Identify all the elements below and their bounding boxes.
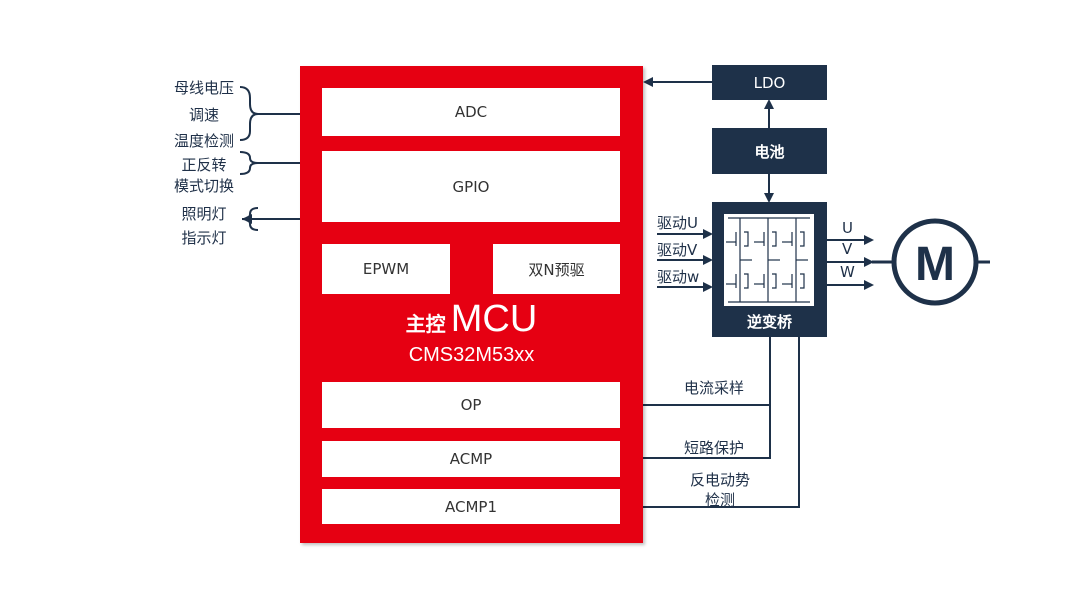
label-speed-control: 调速 — [188, 106, 219, 124]
bemf-line — [622, 337, 800, 512]
motor-label: M — [915, 238, 955, 291]
motor-symbol: M — [872, 218, 990, 306]
inverter-block: 逆变桥 — [712, 202, 827, 337]
label-drive-u: 驱动U — [657, 214, 698, 232]
mcu-block: ADC GPIO EPWM 双N预驱 主控 MCU CMS32M53xx OP … — [300, 66, 643, 543]
inverter-bridge-icon — [724, 214, 814, 306]
label-bemf-line1: 反电动势 — [689, 471, 750, 489]
battery-block: 电池 — [712, 128, 827, 174]
acmp-module: ACMP — [322, 441, 620, 477]
mcu-title-prefix: 主控 — [405, 312, 446, 336]
op-module: OP — [322, 382, 620, 428]
mcu-title-main: MCU — [450, 298, 538, 340]
label-mode-switch: 模式切换 — [173, 177, 234, 195]
epwm-module: EPWM — [322, 244, 450, 294]
mcu-title: 主控 MCU — [300, 298, 643, 341]
ldo-block: LDO — [712, 65, 827, 100]
label-temperature: 温度检测 — [173, 132, 234, 150]
label-drive-w: 驱动w — [657, 268, 700, 286]
label-output-u: U — [842, 219, 853, 237]
label-drive-v: 驱动V — [657, 241, 698, 259]
label-output-v: V — [842, 240, 853, 258]
predriver-module: 双N预驱 — [493, 244, 620, 294]
adc-input-brace — [239, 86, 259, 141]
acmp1-module: ACMP1 — [322, 489, 620, 524]
label-short-protection: 短路保护 — [684, 439, 745, 457]
label-direction: 正反转 — [181, 156, 227, 174]
gpio-input-brace — [239, 151, 259, 175]
label-bus-voltage: 母线电压 — [173, 79, 234, 97]
mcu-model: CMS32M53xx — [408, 344, 535, 366]
label-bemf-line2: 检测 — [704, 491, 735, 509]
label-output-w: W — [840, 263, 855, 281]
inverter-label: 逆变桥 — [746, 313, 792, 331]
label-indicator: 指示灯 — [181, 229, 227, 247]
gpio-module: GPIO — [322, 151, 620, 222]
label-current-sampling: 电流采样 — [684, 379, 745, 397]
adc-module: ADC — [322, 88, 620, 136]
short-protection-line — [622, 405, 771, 463]
label-lighting: 照明灯 — [181, 205, 227, 223]
